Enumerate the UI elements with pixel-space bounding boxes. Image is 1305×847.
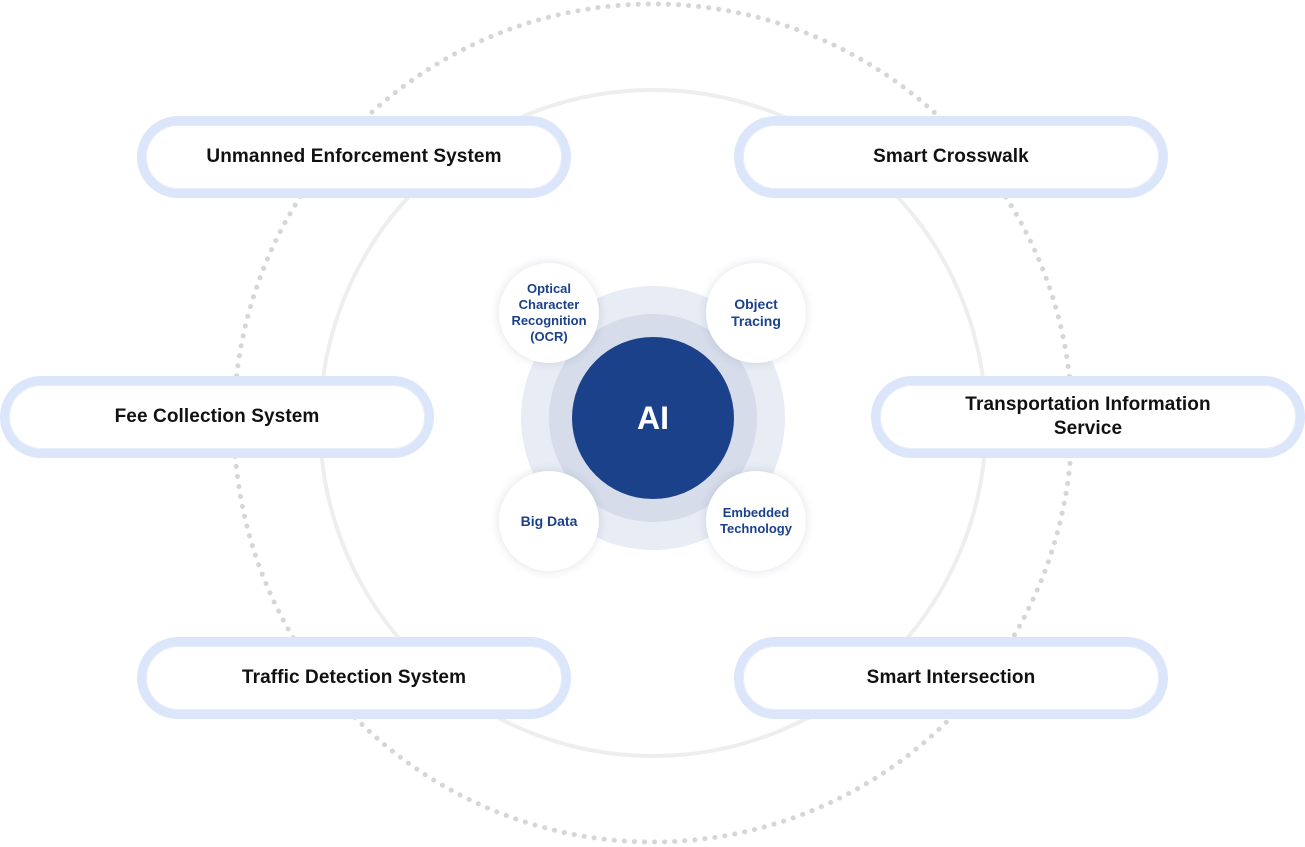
tech-node-big-data: Big Data xyxy=(499,471,599,571)
application-pill-unmanned-enforcement: Unmanned Enforcement System xyxy=(137,116,571,198)
application-label: Fee Collection System xyxy=(114,406,320,427)
tech-node-label: Big Data xyxy=(520,512,578,529)
application-label: Transportation Information Service xyxy=(965,394,1211,439)
application-label: Traffic Detection System xyxy=(241,667,467,688)
application-pill-smart-crosswalk: Smart Crosswalk xyxy=(734,116,1168,198)
application-pill-fee-collection: Fee Collection System xyxy=(0,376,434,458)
application-label: Unmanned Enforcement System xyxy=(206,146,502,167)
tech-node-ocr: Optical Character Recognition (OCR) xyxy=(499,263,599,363)
tech-node-embedded-technology: Embedded Technology xyxy=(706,471,806,571)
application-pill-smart-intersection: Smart Intersection xyxy=(734,637,1168,719)
ai-core-node: AI xyxy=(572,337,734,499)
application-label: Smart Crosswalk xyxy=(873,146,1029,167)
tech-node-label: Object Tracing xyxy=(731,296,781,329)
application-pill-transportation-information: Transportation Information Service xyxy=(871,376,1305,458)
tech-node-label: Optical Character Recognition (OCR) xyxy=(511,281,587,344)
application-label: Smart Intersection xyxy=(866,667,1036,688)
tech-node-label: Embedded Technology xyxy=(720,505,792,536)
tech-node-object-tracing: Object Tracing xyxy=(706,263,806,363)
ai-core-label: AI xyxy=(637,399,669,436)
application-pill-traffic-detection: Traffic Detection System xyxy=(137,637,571,719)
